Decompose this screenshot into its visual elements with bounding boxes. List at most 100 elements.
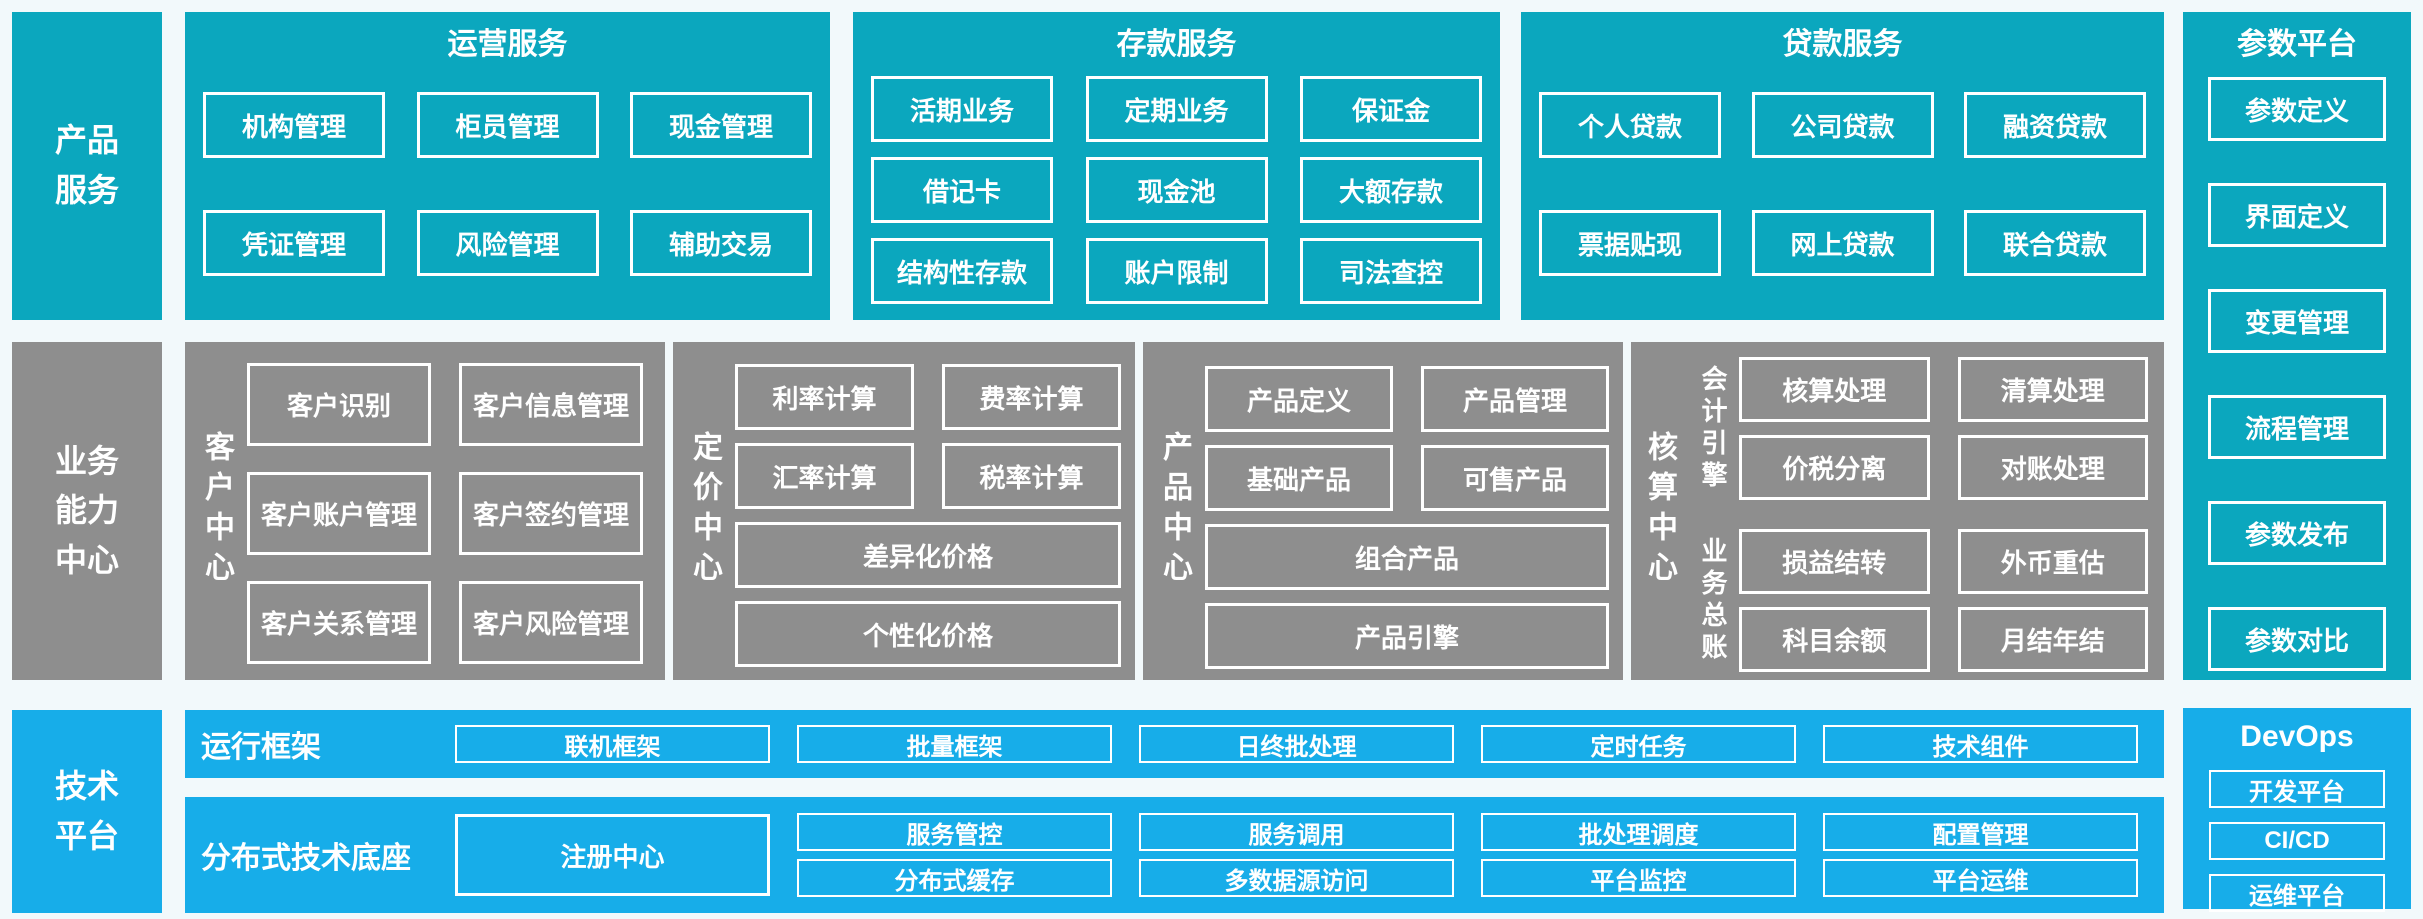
dev-platform-box: 开发平台 bbox=[2209, 770, 2385, 808]
pricing-row-2: 汇率计算 税率计算 bbox=[735, 443, 1121, 509]
business-capability-rail: 业务 能力 中心 bbox=[12, 342, 162, 680]
platform-ops-box: 平台运维 bbox=[1823, 859, 2138, 897]
distributed-tech-base-bar: 分布式技术底座 注册中心 服务管控 服务调用 批处理调度 配置管理 分布式缓存 … bbox=[185, 797, 2164, 913]
pricing-center-label-area: 定价中心 bbox=[673, 342, 735, 680]
bill-discount-box: 票据贴现 bbox=[1539, 210, 1721, 276]
runtime-framework-label: 运行框架 bbox=[201, 731, 321, 764]
account-balance-box: 科目余额 bbox=[1739, 607, 1930, 672]
personal-loan-box: 个人贷款 bbox=[1539, 92, 1721, 158]
product-management-box: 产品管理 bbox=[1421, 366, 1609, 432]
pricing-center-label: 定价中心 bbox=[688, 431, 721, 591]
structured-deposit-box: 结构性存款 bbox=[871, 238, 1053, 304]
runtime-framework-items: 联机框架 批量框架 日终批处理 定时任务 技术组件 bbox=[455, 725, 2138, 763]
registry-center-box: 注册中心 bbox=[455, 814, 770, 896]
customer-center-block: 客户中心 客户识别 客户信息管理 客户账户管理 客户签约管理 客户关系管理 客户… bbox=[185, 342, 665, 680]
accounting-center-content: 会计引擎 核算处理 清算处理 价税分离 对账处理 业务总账 损益结转 bbox=[1687, 342, 2148, 680]
clearing-process-box: 清算处理 bbox=[1957, 357, 2148, 422]
parameter-platform-title: 参数平台 bbox=[2237, 28, 2357, 61]
large-deposit-box: 大额存款 bbox=[1300, 157, 1482, 223]
debit-card-box: 借记卡 bbox=[871, 157, 1053, 223]
product-definition-box: 产品定义 bbox=[1205, 366, 1393, 432]
business-ledger-row-1: 损益结转 外币重估 bbox=[1739, 529, 2148, 594]
distributed-row-2: 分布式缓存 多数据源访问 平台监控 平台运维 bbox=[797, 859, 2138, 897]
cash-management-box: 现金管理 bbox=[630, 92, 812, 158]
product-center-label-area: 产品中心 bbox=[1143, 342, 1205, 680]
price-tax-separation-box: 价税分离 bbox=[1739, 435, 1930, 500]
runtime-framework-bar: 运行框架 联机框架 批量框架 日终批处理 定时任务 技术组件 bbox=[185, 710, 2164, 778]
margin-deposit-box: 保证金 bbox=[1300, 76, 1482, 142]
operations-services-panel: 运营服务 机构管理 柜员管理 现金管理 凭证管理 风险管理 辅助交易 bbox=[185, 12, 830, 320]
sellable-product-box: 可售产品 bbox=[1421, 445, 1609, 511]
month-year-end-box: 月结年结 bbox=[1957, 607, 2148, 672]
eod-batch-box: 日终批处理 bbox=[1139, 725, 1454, 763]
business-capability-label: 业务 能力 中心 bbox=[54, 442, 119, 578]
accounting-center-label: 核算中心 bbox=[1643, 431, 1676, 591]
loan-row-2: 票据贴现 网上贷款 联合贷款 bbox=[1539, 210, 2146, 276]
batch-framework-box: 批量框架 bbox=[797, 725, 1112, 763]
account-restriction-box: 账户限制 bbox=[1085, 238, 1268, 304]
tech-platform-label: 技术 平台 bbox=[54, 767, 119, 854]
distributed-row-1: 服务管控 服务调用 批处理调度 配置管理 bbox=[797, 813, 2138, 851]
param-release-box: 参数发布 bbox=[2208, 501, 2386, 565]
voucher-management-box: 凭证管理 bbox=[203, 210, 385, 276]
customer-relation-management-box: 客户关系管理 bbox=[247, 581, 431, 664]
judicial-inquiry-control-box: 司法查控 bbox=[1300, 238, 1482, 304]
tech-platform-rail: 技术 平台 bbox=[12, 710, 162, 913]
devops-panel: DevOps 开发平台 CI/CD 运维平台 bbox=[2183, 708, 2411, 912]
distributed-cache-box: 分布式缓存 bbox=[797, 859, 1112, 897]
differentiated-pricing-box: 差异化价格 bbox=[735, 522, 1121, 588]
process-management-box: 流程管理 bbox=[2208, 395, 2386, 459]
service-governance-box: 服务管控 bbox=[797, 813, 1112, 851]
demand-deposit-box: 活期业务 bbox=[871, 76, 1053, 142]
accounting-engine-label: 会计引擎 bbox=[1698, 364, 1728, 493]
multi-datasource-access-box: 多数据源访问 bbox=[1139, 859, 1454, 897]
product-services-label: 产品 服务 bbox=[54, 122, 119, 208]
accounting-engine-label-area: 会计引擎 bbox=[1687, 357, 1739, 500]
distributed-grid: 服务管控 服务调用 批处理调度 配置管理 分布式缓存 多数据源访问 平台监控 平… bbox=[797, 813, 2138, 897]
personalized-pricing-box: 个性化价格 bbox=[735, 601, 1121, 667]
product-center-content: 产品定义 产品管理 基础产品 可售产品 组合产品 产品引擎 bbox=[1205, 342, 1609, 680]
product-engine-box: 产品引擎 bbox=[1205, 603, 1609, 669]
tech-component-box: 技术组件 bbox=[1823, 725, 2138, 763]
ci-cd-box: CI/CD bbox=[2209, 822, 2385, 860]
operations-row-2: 凭证管理 风险管理 辅助交易 bbox=[203, 210, 812, 276]
devops-title: DevOps bbox=[2240, 720, 2354, 753]
parameter-platform-items: 参数定义 界面定义 变更管理 流程管理 参数发布 参数对比 bbox=[2183, 77, 2411, 671]
loan-rows: 个人贷款 公司贷款 融资贷款 票据贴现 网上贷款 联合贷款 bbox=[1539, 92, 2146, 276]
loan-services-title: 贷款服务 bbox=[1782, 28, 1903, 61]
product-row-2: 基础产品 可售产品 bbox=[1205, 445, 1609, 511]
customer-row-3: 客户关系管理 客户风险管理 bbox=[247, 581, 643, 664]
customer-center-content: 客户识别 客户信息管理 客户账户管理 客户签约管理 客户关系管理 客户风险管理 bbox=[247, 342, 651, 680]
customer-info-management-box: 客户信息管理 bbox=[459, 363, 643, 446]
pricing-row-1: 利率计算 费率计算 bbox=[735, 364, 1121, 430]
scheduled-task-box: 定时任务 bbox=[1481, 725, 1796, 763]
business-ledger-group: 业务总账 损益结转 外币重估 科目余额 月结年结 bbox=[1687, 529, 2148, 672]
operations-rows: 机构管理 柜员管理 现金管理 凭证管理 风险管理 辅助交易 bbox=[203, 92, 812, 276]
deposit-row-2: 借记卡 现金池 大额存款 bbox=[871, 157, 1482, 223]
cash-pool-box: 现金池 bbox=[1085, 157, 1268, 223]
deposit-rows: 活期业务 定期业务 保证金 借记卡 现金池 大额存款 结构性存款 账户限制 司法… bbox=[871, 76, 1482, 304]
combined-product-box: 组合产品 bbox=[1205, 524, 1609, 590]
syndicated-loan-box: 联合贷款 bbox=[1964, 210, 2146, 276]
online-loan-box: 网上贷款 bbox=[1751, 210, 1934, 276]
parameter-platform-panel: 参数平台 参数定义 界面定义 变更管理 流程管理 参数发布 参数对比 bbox=[2183, 12, 2411, 680]
deposit-row-1: 活期业务 定期业务 保证金 bbox=[871, 76, 1482, 142]
business-ledger-label: 业务总账 bbox=[1698, 536, 1728, 665]
accounting-engine-row-2: 价税分离 对账处理 bbox=[1739, 435, 2148, 500]
customer-center-label-area: 客户中心 bbox=[185, 342, 247, 680]
change-management-box: 变更管理 bbox=[2208, 289, 2386, 353]
reconciliation-process-box: 对账处理 bbox=[1957, 435, 2148, 500]
accounting-center-block: 核算中心 会计引擎 核算处理 清算处理 价税分离 对账处理 业务总账 bbox=[1631, 342, 2164, 680]
deposit-row-3: 结构性存款 账户限制 司法查控 bbox=[871, 238, 1482, 304]
devops-items: 开发平台 CI/CD 运维平台 bbox=[2209, 770, 2385, 912]
tax-rate-calc-box: 税率计算 bbox=[942, 443, 1121, 509]
operations-services-title: 运营服务 bbox=[447, 28, 568, 61]
interest-rate-calc-box: 利率计算 bbox=[735, 364, 914, 430]
online-framework-box: 联机框架 bbox=[455, 725, 770, 763]
pnl-carryover-box: 损益结转 bbox=[1739, 529, 1930, 594]
time-deposit-box: 定期业务 bbox=[1085, 76, 1268, 142]
distributed-tech-base-label: 分布式技术底座 bbox=[201, 842, 411, 875]
loan-services-panel: 贷款服务 个人贷款 公司贷款 融资贷款 票据贴现 网上贷款 联合贷款 bbox=[1521, 12, 2164, 320]
exchange-rate-calc-box: 汇率计算 bbox=[735, 443, 914, 509]
product-center-block: 产品中心 产品定义 产品管理 基础产品 可售产品 组合产品 产品引擎 bbox=[1143, 342, 1623, 680]
